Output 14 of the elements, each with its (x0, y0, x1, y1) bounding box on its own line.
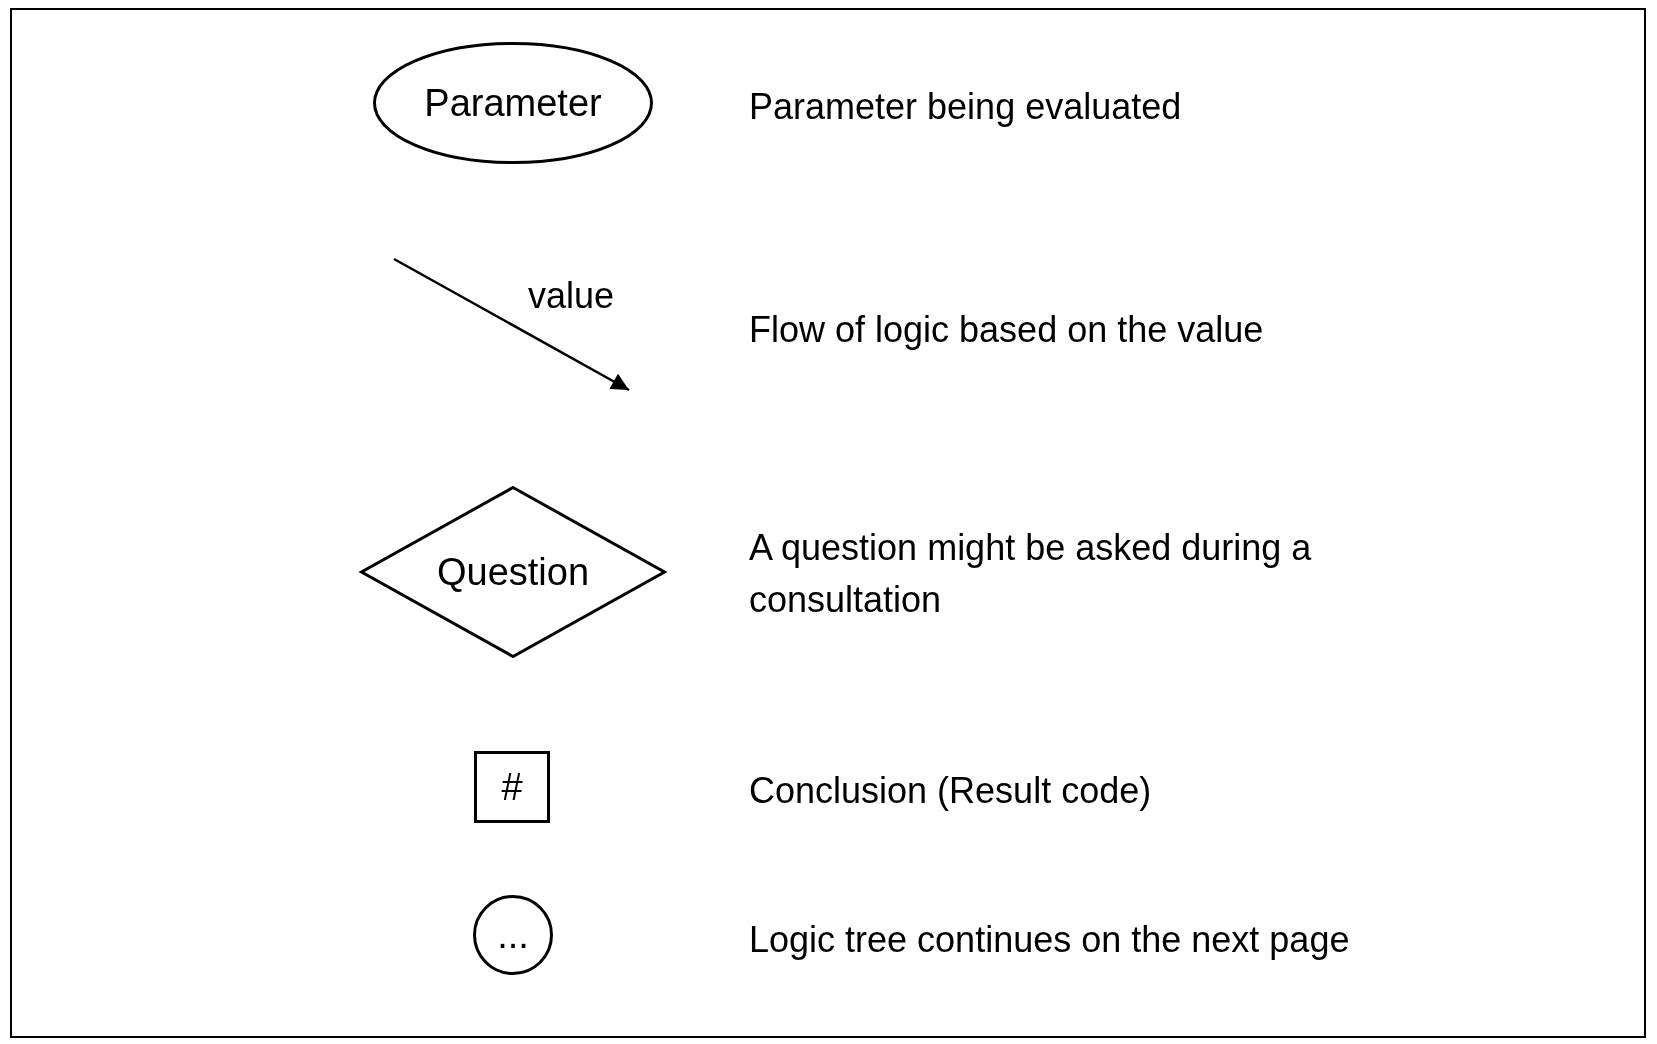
node-text: Question (436, 550, 590, 594)
node-text: Parameter (424, 81, 602, 125)
question-diamond (360, 486, 666, 658)
symbol-description: Flow of logic based on the value (749, 308, 1264, 352)
parameter-ellipse (373, 42, 653, 164)
symbol-description: Parameter being evaluated (749, 85, 1182, 129)
node-text: ... (497, 913, 529, 957)
conclusion-box (474, 751, 550, 823)
arrow-value-label: value (527, 275, 615, 317)
symbol-description: Logic tree continues on the next page (749, 918, 1350, 962)
symbol-description: A question might be asked during a consultation (749, 526, 1313, 622)
node-text: # (501, 765, 523, 809)
continuation-circle (473, 895, 553, 975)
symbol-description: Conclusion (Result code) (749, 769, 1152, 813)
